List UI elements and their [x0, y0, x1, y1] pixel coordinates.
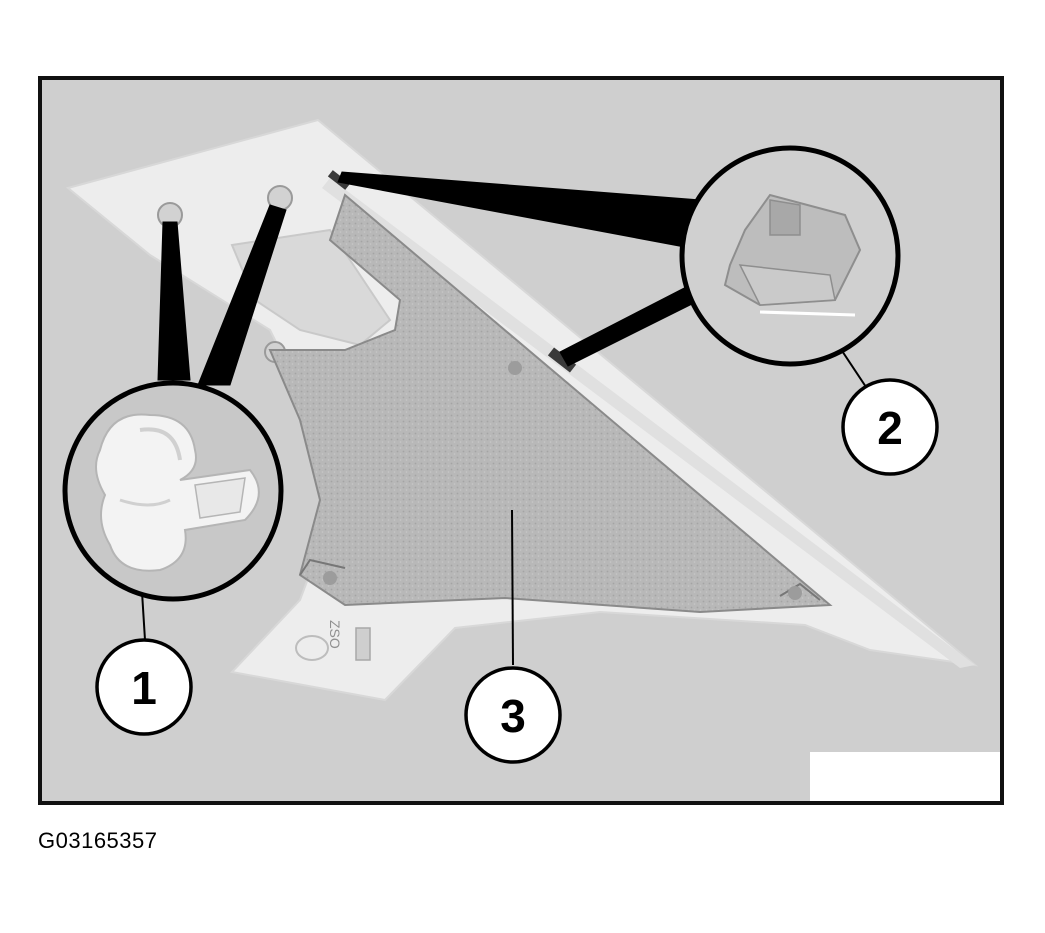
figure-code: G03165357 — [38, 828, 158, 853]
edge-clip-tab — [547, 347, 577, 373]
detail-circle-clip-2 — [679, 145, 901, 367]
detail-circle-clip-1 — [62, 380, 284, 602]
callout-2: 2 — [841, 378, 939, 476]
felt-fastener — [508, 361, 522, 375]
round-mark — [295, 635, 329, 661]
callout-1-label: 1 — [131, 662, 157, 714]
felt-panel — [268, 193, 833, 614]
felt-fastener — [788, 586, 802, 600]
marking-box — [355, 627, 371, 661]
callout-3: 3 — [464, 666, 562, 764]
callout-1: 1 — [95, 638, 193, 736]
callout-3-label: 3 — [500, 690, 526, 742]
photo-frame — [38, 76, 1004, 805]
corner-patch — [810, 752, 1002, 803]
felt-fastener — [323, 571, 337, 585]
part-marking: ZSO — [327, 620, 343, 649]
leader-lines — [139, 171, 869, 666]
callout-2-label: 2 — [877, 402, 903, 454]
